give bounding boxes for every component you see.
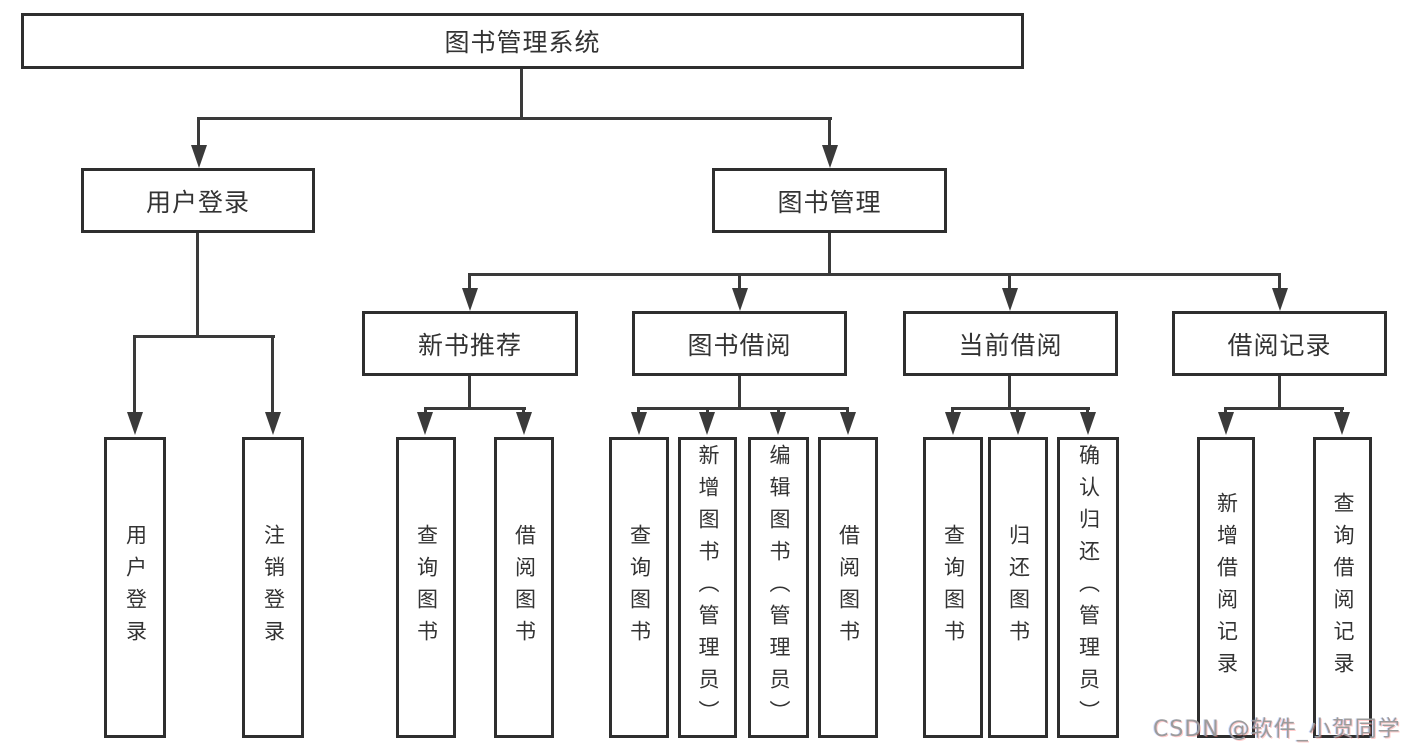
connector-line bbox=[424, 407, 427, 415]
connector-line bbox=[1278, 273, 1281, 290]
connector-line bbox=[1086, 407, 1089, 415]
node-label: 用户登录 bbox=[145, 187, 250, 217]
leaf-label: 查询图书 bbox=[941, 523, 966, 652]
arrowhead-icon bbox=[945, 412, 961, 435]
leaf-confirm-return-admin: 确认归还（管理员） bbox=[1057, 437, 1119, 738]
connector-line bbox=[522, 407, 525, 415]
connector-line bbox=[271, 335, 274, 414]
leaf-label: 注销登录 bbox=[261, 523, 286, 652]
node-label: 借阅记录 bbox=[1227, 330, 1332, 360]
connector-line bbox=[424, 407, 526, 410]
connector-line bbox=[951, 407, 1090, 410]
leaf-borrow-books-recommend: 借阅图书 bbox=[494, 437, 554, 738]
arrowhead-icon bbox=[191, 145, 207, 168]
leaf-return-books: 归还图书 bbox=[988, 437, 1048, 738]
arrowhead-icon bbox=[127, 412, 143, 435]
leaf-label: 编辑图书（管理员） bbox=[767, 443, 791, 732]
connector-line bbox=[133, 335, 136, 414]
connector-line bbox=[1340, 407, 1343, 415]
leaf-label: 确认归还（管理员） bbox=[1076, 443, 1101, 732]
leaf-add-borrow-record: 新增借阅记录 bbox=[1197, 437, 1255, 738]
arrowhead-icon bbox=[1218, 412, 1234, 435]
node-user-login: 用户登录 bbox=[81, 168, 315, 233]
leaf-label: 新增图书（管理员） bbox=[696, 443, 720, 732]
node-current-borrow: 当前借阅 bbox=[903, 311, 1118, 376]
node-label: 图书管理系统 bbox=[444, 28, 601, 57]
connector-line bbox=[133, 335, 275, 338]
leaf-label: 归还图书 bbox=[1006, 523, 1031, 652]
connector-line bbox=[828, 117, 831, 147]
connector-line bbox=[1278, 376, 1281, 410]
connector-line bbox=[520, 69, 523, 117]
connector-line bbox=[951, 407, 954, 415]
arrowhead-icon bbox=[699, 412, 715, 435]
connector-line bbox=[706, 407, 709, 415]
leaf-label: 借阅图书 bbox=[836, 523, 861, 652]
arrowhead-icon bbox=[265, 412, 281, 435]
connector-line bbox=[1008, 376, 1011, 410]
connector-line bbox=[468, 273, 471, 290]
arrowhead-icon bbox=[822, 145, 838, 168]
node-label: 图书借阅 bbox=[687, 330, 792, 360]
leaf-borrow-books: 借阅图书 bbox=[818, 437, 878, 738]
connector-line bbox=[197, 117, 832, 120]
connector-line bbox=[738, 376, 741, 410]
csdn-watermark: CSDN @软件_小贺同学 bbox=[1153, 717, 1401, 742]
arrowhead-icon bbox=[1272, 288, 1288, 311]
leaf-add-books-admin: 新增图书（管理员） bbox=[678, 437, 737, 738]
leaf-query-borrow-record: 查询借阅记录 bbox=[1313, 437, 1372, 738]
leaf-query-books-current: 查询图书 bbox=[923, 437, 983, 738]
leaf-logout: 注销登录 bbox=[242, 437, 304, 738]
arrowhead-icon bbox=[417, 412, 433, 435]
arrowhead-icon bbox=[770, 412, 786, 435]
arrowhead-icon bbox=[1334, 412, 1350, 435]
leaf-label: 借阅图书 bbox=[512, 523, 537, 652]
node-label: 当前借阅 bbox=[958, 330, 1063, 360]
connector-line bbox=[197, 117, 200, 147]
leaf-label: 查询图书 bbox=[627, 523, 652, 652]
arrowhead-icon bbox=[631, 412, 647, 435]
arrowhead-icon bbox=[1010, 412, 1026, 435]
connector-line bbox=[637, 407, 640, 415]
arrowhead-icon bbox=[1002, 288, 1018, 311]
leaf-label: 新增借阅记录 bbox=[1214, 491, 1239, 684]
arrowhead-icon bbox=[516, 412, 532, 435]
leaf-edit-books-admin: 编辑图书（管理员） bbox=[748, 437, 809, 738]
connector-line bbox=[1016, 407, 1019, 415]
node-book-management: 图书管理 bbox=[712, 168, 947, 233]
connector-line bbox=[637, 407, 849, 410]
node-label: 新书推荐 bbox=[417, 330, 522, 360]
leaf-query-books-recommend: 查询图书 bbox=[396, 437, 456, 738]
connector-line bbox=[846, 407, 849, 415]
arrowhead-icon bbox=[732, 288, 748, 311]
node-label: 图书管理 bbox=[777, 187, 882, 217]
arrowhead-icon bbox=[1080, 412, 1096, 435]
connector-line bbox=[468, 376, 471, 410]
leaf-user-login: 用户登录 bbox=[104, 437, 166, 738]
connector-line bbox=[777, 407, 780, 415]
connector-line bbox=[1224, 407, 1227, 415]
connector-line bbox=[828, 233, 831, 276]
connector-line bbox=[1008, 273, 1011, 290]
leaf-label: 查询图书 bbox=[414, 523, 439, 652]
arrowhead-icon bbox=[840, 412, 856, 435]
node-new-book-recommend: 新书推荐 bbox=[362, 311, 578, 376]
node-book-borrow: 图书借阅 bbox=[632, 311, 847, 376]
connector-line bbox=[196, 233, 199, 338]
arrowhead-icon bbox=[462, 288, 478, 311]
leaf-query-books-borrow: 查询图书 bbox=[609, 437, 669, 738]
leaf-label: 查询借阅记录 bbox=[1331, 491, 1355, 684]
node-library-management-system: 图书管理系统 bbox=[21, 13, 1024, 69]
leaf-label: 用户登录 bbox=[123, 523, 148, 652]
connector-line bbox=[468, 273, 1281, 276]
node-borrow-records: 借阅记录 bbox=[1172, 311, 1387, 376]
connector-line bbox=[1224, 407, 1344, 410]
connector-line bbox=[738, 273, 741, 290]
